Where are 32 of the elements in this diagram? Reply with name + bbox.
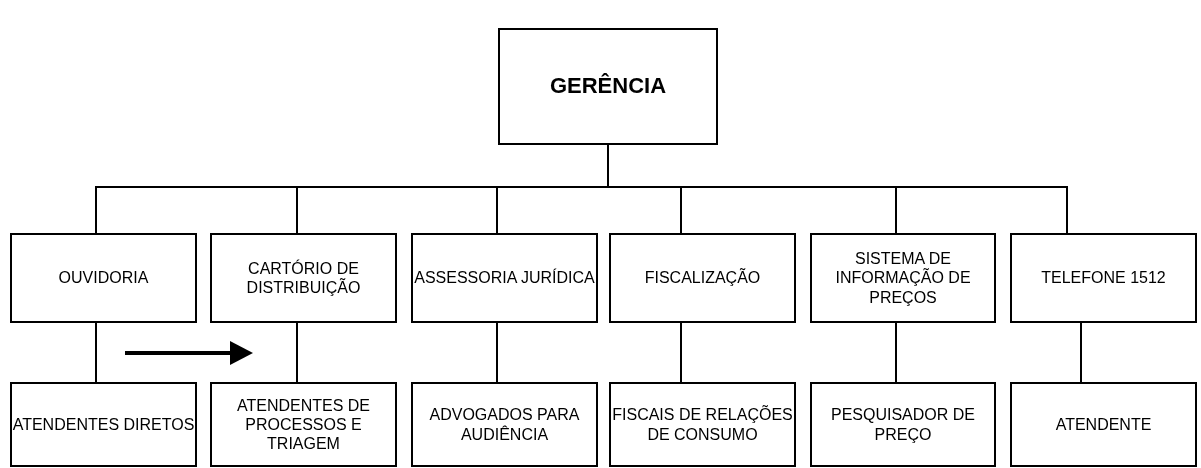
org-box — [10, 233, 197, 323]
unit-label: ATENDENTES DIRETOS — [12, 414, 195, 435]
unit-label: FISCALIZAÇÃO — [644, 268, 761, 288]
connector-line — [496, 322, 498, 383]
unit-label: OUVIDORIA — [58, 268, 149, 288]
connector-line — [680, 322, 682, 383]
connector-line — [1080, 322, 1082, 383]
unit-label: PESQUISADOR DE PREÇO — [830, 405, 976, 444]
unit-label: ADVOGADOS PARA AUDIÊNCIA — [428, 405, 581, 444]
connector-line — [895, 322, 897, 383]
org-box — [1010, 233, 1197, 323]
unit-label: CARTÓRIO DE DISTRIBUIÇÃO — [245, 258, 362, 298]
unit-label: ASSESSORIA JURÍDICA — [414, 268, 595, 288]
org-box — [210, 233, 397, 323]
unit-label: FISCAIS DE RELAÇÕES DE CONSUMO — [611, 405, 794, 444]
unit-label: TELEFONE 1512 — [1041, 268, 1166, 288]
org-box — [609, 382, 796, 467]
org-box — [210, 382, 397, 467]
connector-line — [296, 322, 298, 383]
unit-label: ATENDENTE — [1055, 414, 1152, 435]
org-box — [411, 382, 598, 467]
org-box — [609, 233, 796, 323]
org-box — [1010, 382, 1197, 467]
connector-line — [95, 322, 97, 383]
unit-label: SISTEMA DE INFORMAÇÃO DE PREÇOS — [834, 249, 972, 307]
org-box — [810, 233, 996, 323]
unit-label: GERÊNCIA — [549, 73, 667, 100]
org-box — [411, 233, 598, 323]
unit-label: ATENDENTES DE PROCESSOS E TRIAGEM — [235, 395, 372, 454]
org-box — [810, 382, 996, 467]
org-box — [10, 382, 197, 467]
org-box — [498, 28, 718, 145]
